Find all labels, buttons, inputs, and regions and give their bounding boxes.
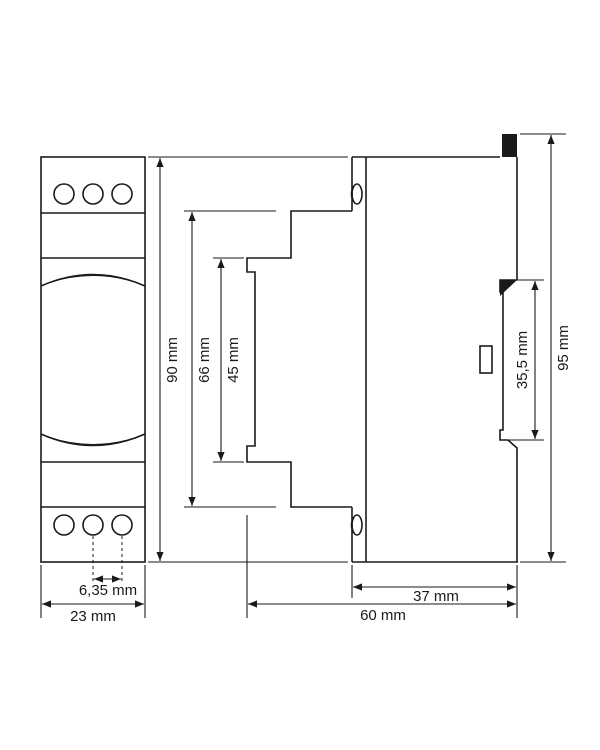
front-dimensions: 23 mm 6,35 mm [40, 565, 146, 625]
terminal-screw-bottom-3 [111, 514, 133, 536]
terminal-screw-top-1 [53, 183, 75, 205]
side-view [246, 134, 518, 563]
side-dimensions: 90 mm 66 mm 45 mm 35,5 mm 95 mm 37 mm 60… [148, 133, 572, 624]
din-rail-clip-fill [500, 280, 517, 296]
dim-label-35-5: 35,5 mm [514, 331, 531, 389]
din-rail-clip [499, 279, 518, 562]
dim-label-23: 23 mm [70, 608, 116, 625]
terminal-screw-top-3 [111, 183, 133, 205]
front-view-outline [40, 156, 146, 563]
release-clip-window [479, 345, 493, 374]
side-profile-upper [246, 210, 352, 508]
dim-label-95: 95 mm [555, 325, 572, 371]
terminal-screw-bottom-1 [53, 514, 75, 536]
terminal-screw-bottom-2 [82, 514, 104, 536]
dim-label-90: 90 mm [164, 337, 181, 383]
dim-label-pitch: 6,35 mm [79, 582, 137, 599]
dim-label-60: 60 mm [360, 607, 406, 624]
dim-label-45: 45 mm [225, 337, 242, 383]
front-cover-bottom-curve-inner [47, 436, 139, 446]
terminal-screw-top-2 [82, 183, 104, 205]
front-cover-top-curve-inner [47, 274, 139, 284]
dim-label-37: 37 mm [413, 588, 459, 605]
dim-label-66: 66 mm [196, 337, 213, 383]
front-view [40, 156, 146, 584]
top-latch-block [502, 134, 517, 157]
